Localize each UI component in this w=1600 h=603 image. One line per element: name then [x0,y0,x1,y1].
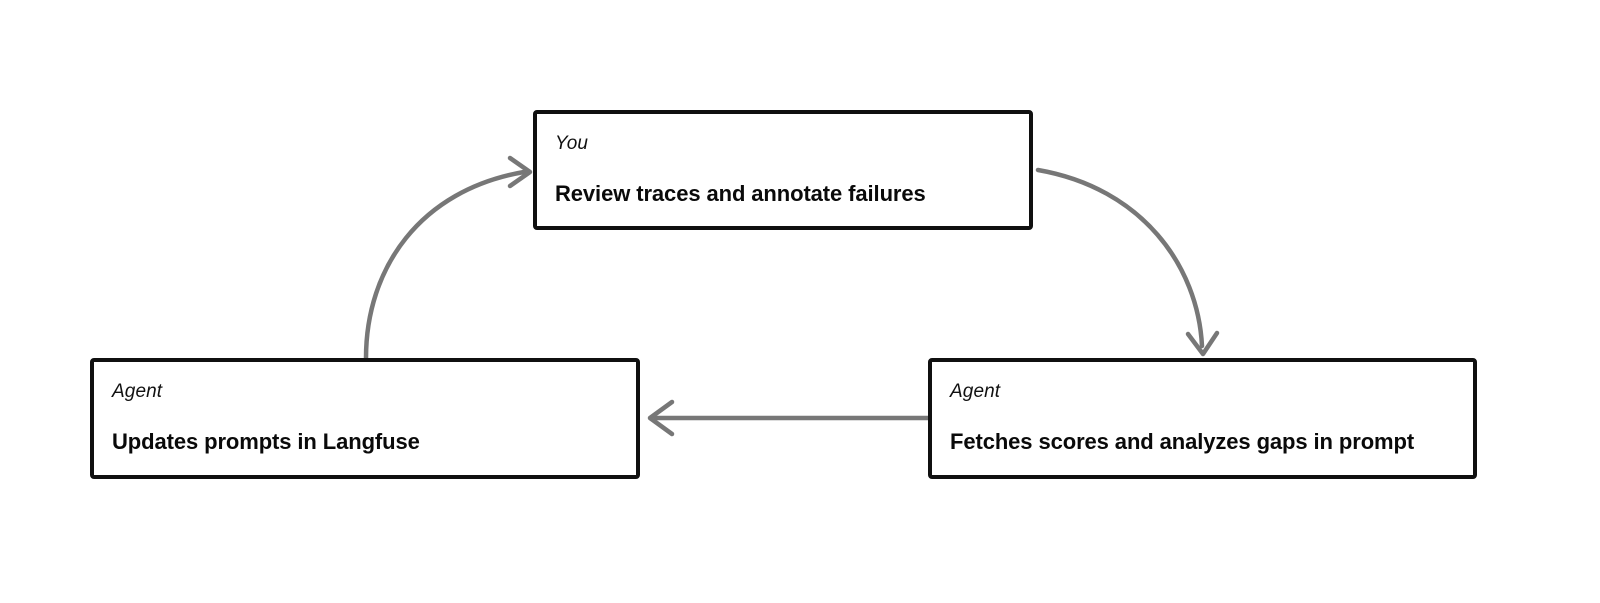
node-agent-updates[interactable]: Agent Updates prompts in Langfuse [90,358,640,479]
node-agent-fetches[interactable]: Agent Fetches scores and analyzes gaps i… [928,358,1477,479]
edge-updates-to-you [363,155,533,361]
edge-updates-to-you-arrowhead [507,155,533,189]
edge-updates-to-you-line [363,169,527,361]
node-role-label: Agent [112,381,163,402]
node-action-label: Review traces and annotate failures [555,180,926,206]
node-action-label: Updates prompts in Langfuse [112,428,420,454]
node-role-label: Agent [950,381,1001,402]
node-you-review[interactable]: You Review traces and annotate failures [533,110,1033,230]
node-action-label: Fetches scores and analyzes gaps in prom… [950,428,1415,454]
edge-fetches-to-updates [647,399,931,437]
edge-you-to-fetches-arrowhead [1185,330,1220,357]
node-role-label: You [555,133,589,154]
edge-fetches-to-updates-arrowhead [647,399,675,437]
edge-you-to-fetches [1035,167,1220,357]
edge-you-to-fetches-line [1035,167,1205,349]
